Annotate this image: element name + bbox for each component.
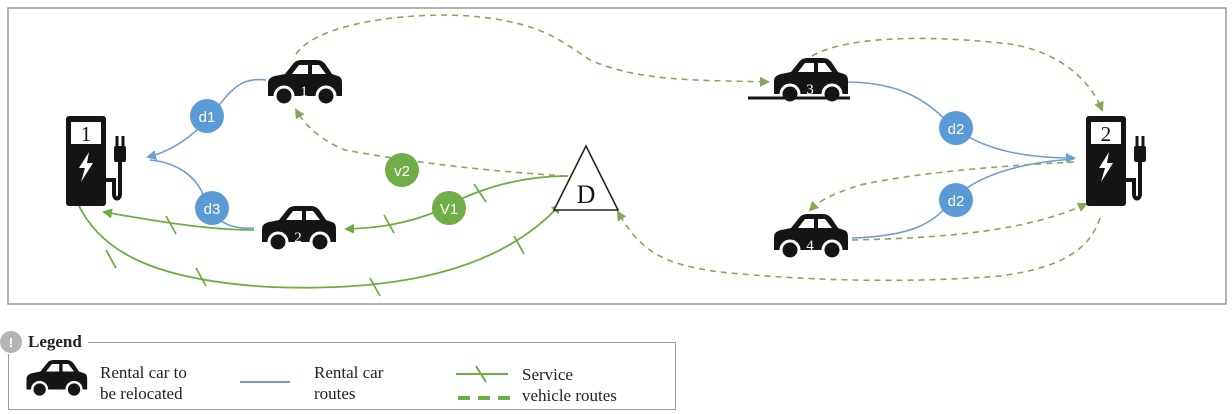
car-2: 2 (260, 204, 338, 253)
info-icon: ! (0, 331, 22, 353)
svg-text:v2: v2 (394, 163, 410, 180)
car-1-number: 1 (300, 84, 308, 100)
car-3-number: 3 (806, 82, 814, 98)
legend-rental-routes-line1: Rental car (314, 363, 384, 382)
badge-d2-bottom: d2 (939, 183, 973, 217)
service-car1-to-car3 (295, 14, 770, 87)
charging-station-1-number: 1 (81, 122, 92, 146)
service-station2-to-depot (616, 210, 1101, 282)
svg-text:d1: d1 (199, 109, 216, 126)
legend-service-line2: vehicle routes (522, 386, 617, 405)
legend-car-label-line2: be relocated (100, 384, 183, 403)
svg-text:d3: d3 (204, 201, 221, 218)
badge-d1: d1 (190, 99, 224, 133)
badge-v1: V1 (432, 191, 466, 225)
route-car2-to-station1 (149, 159, 255, 229)
legend-car-label-line1: Rental car to (100, 363, 187, 382)
legend-title: ! Legend (0, 330, 88, 354)
badge-d2-top: d2 (939, 111, 973, 145)
badge-v2: v2 (385, 153, 419, 187)
charging-station-1: 1 (66, 116, 126, 206)
lightning-icon (79, 152, 93, 182)
legend-car-label: Rental car to be relocated (100, 362, 187, 404)
charging-station-2-number: 2 (1101, 122, 1112, 146)
legend-rental-routes-label: Rental car routes (314, 362, 383, 404)
lightning-icon (1099, 152, 1113, 182)
car-1: 1 (266, 58, 344, 107)
service-route-ticks (105, 183, 525, 297)
depot-label: D (577, 180, 596, 209)
service-car2-to-station1 (102, 208, 255, 231)
legend-title-text: Legend (28, 332, 82, 351)
service-station1-to-depot (77, 203, 562, 289)
svg-text:d2: d2 (948, 193, 965, 210)
charging-station-2: 2 (1086, 116, 1146, 206)
legend-box (8, 342, 676, 410)
service-depot-to-car1 (294, 108, 567, 177)
car-4: 4 (772, 212, 850, 261)
service-car3-to-station2 (811, 37, 1104, 112)
badge-d3: d3 (195, 191, 229, 225)
legend-service-line1: Service (522, 365, 573, 384)
car-2-number: 2 (294, 230, 302, 246)
legend-service-route-symbols (456, 365, 510, 400)
car-3: 3 (748, 56, 850, 105)
svg-text:V1: V1 (440, 201, 458, 218)
service-car4-to-station2 (851, 202, 1088, 241)
depot: D (552, 144, 620, 211)
svg-text:d2: d2 (948, 121, 965, 138)
car-4-number: 4 (806, 238, 814, 254)
legend-service-label: Service vehicle routes (522, 364, 617, 406)
legend-rental-routes-line2: routes (314, 384, 356, 403)
diagram-frame (7, 7, 1227, 305)
